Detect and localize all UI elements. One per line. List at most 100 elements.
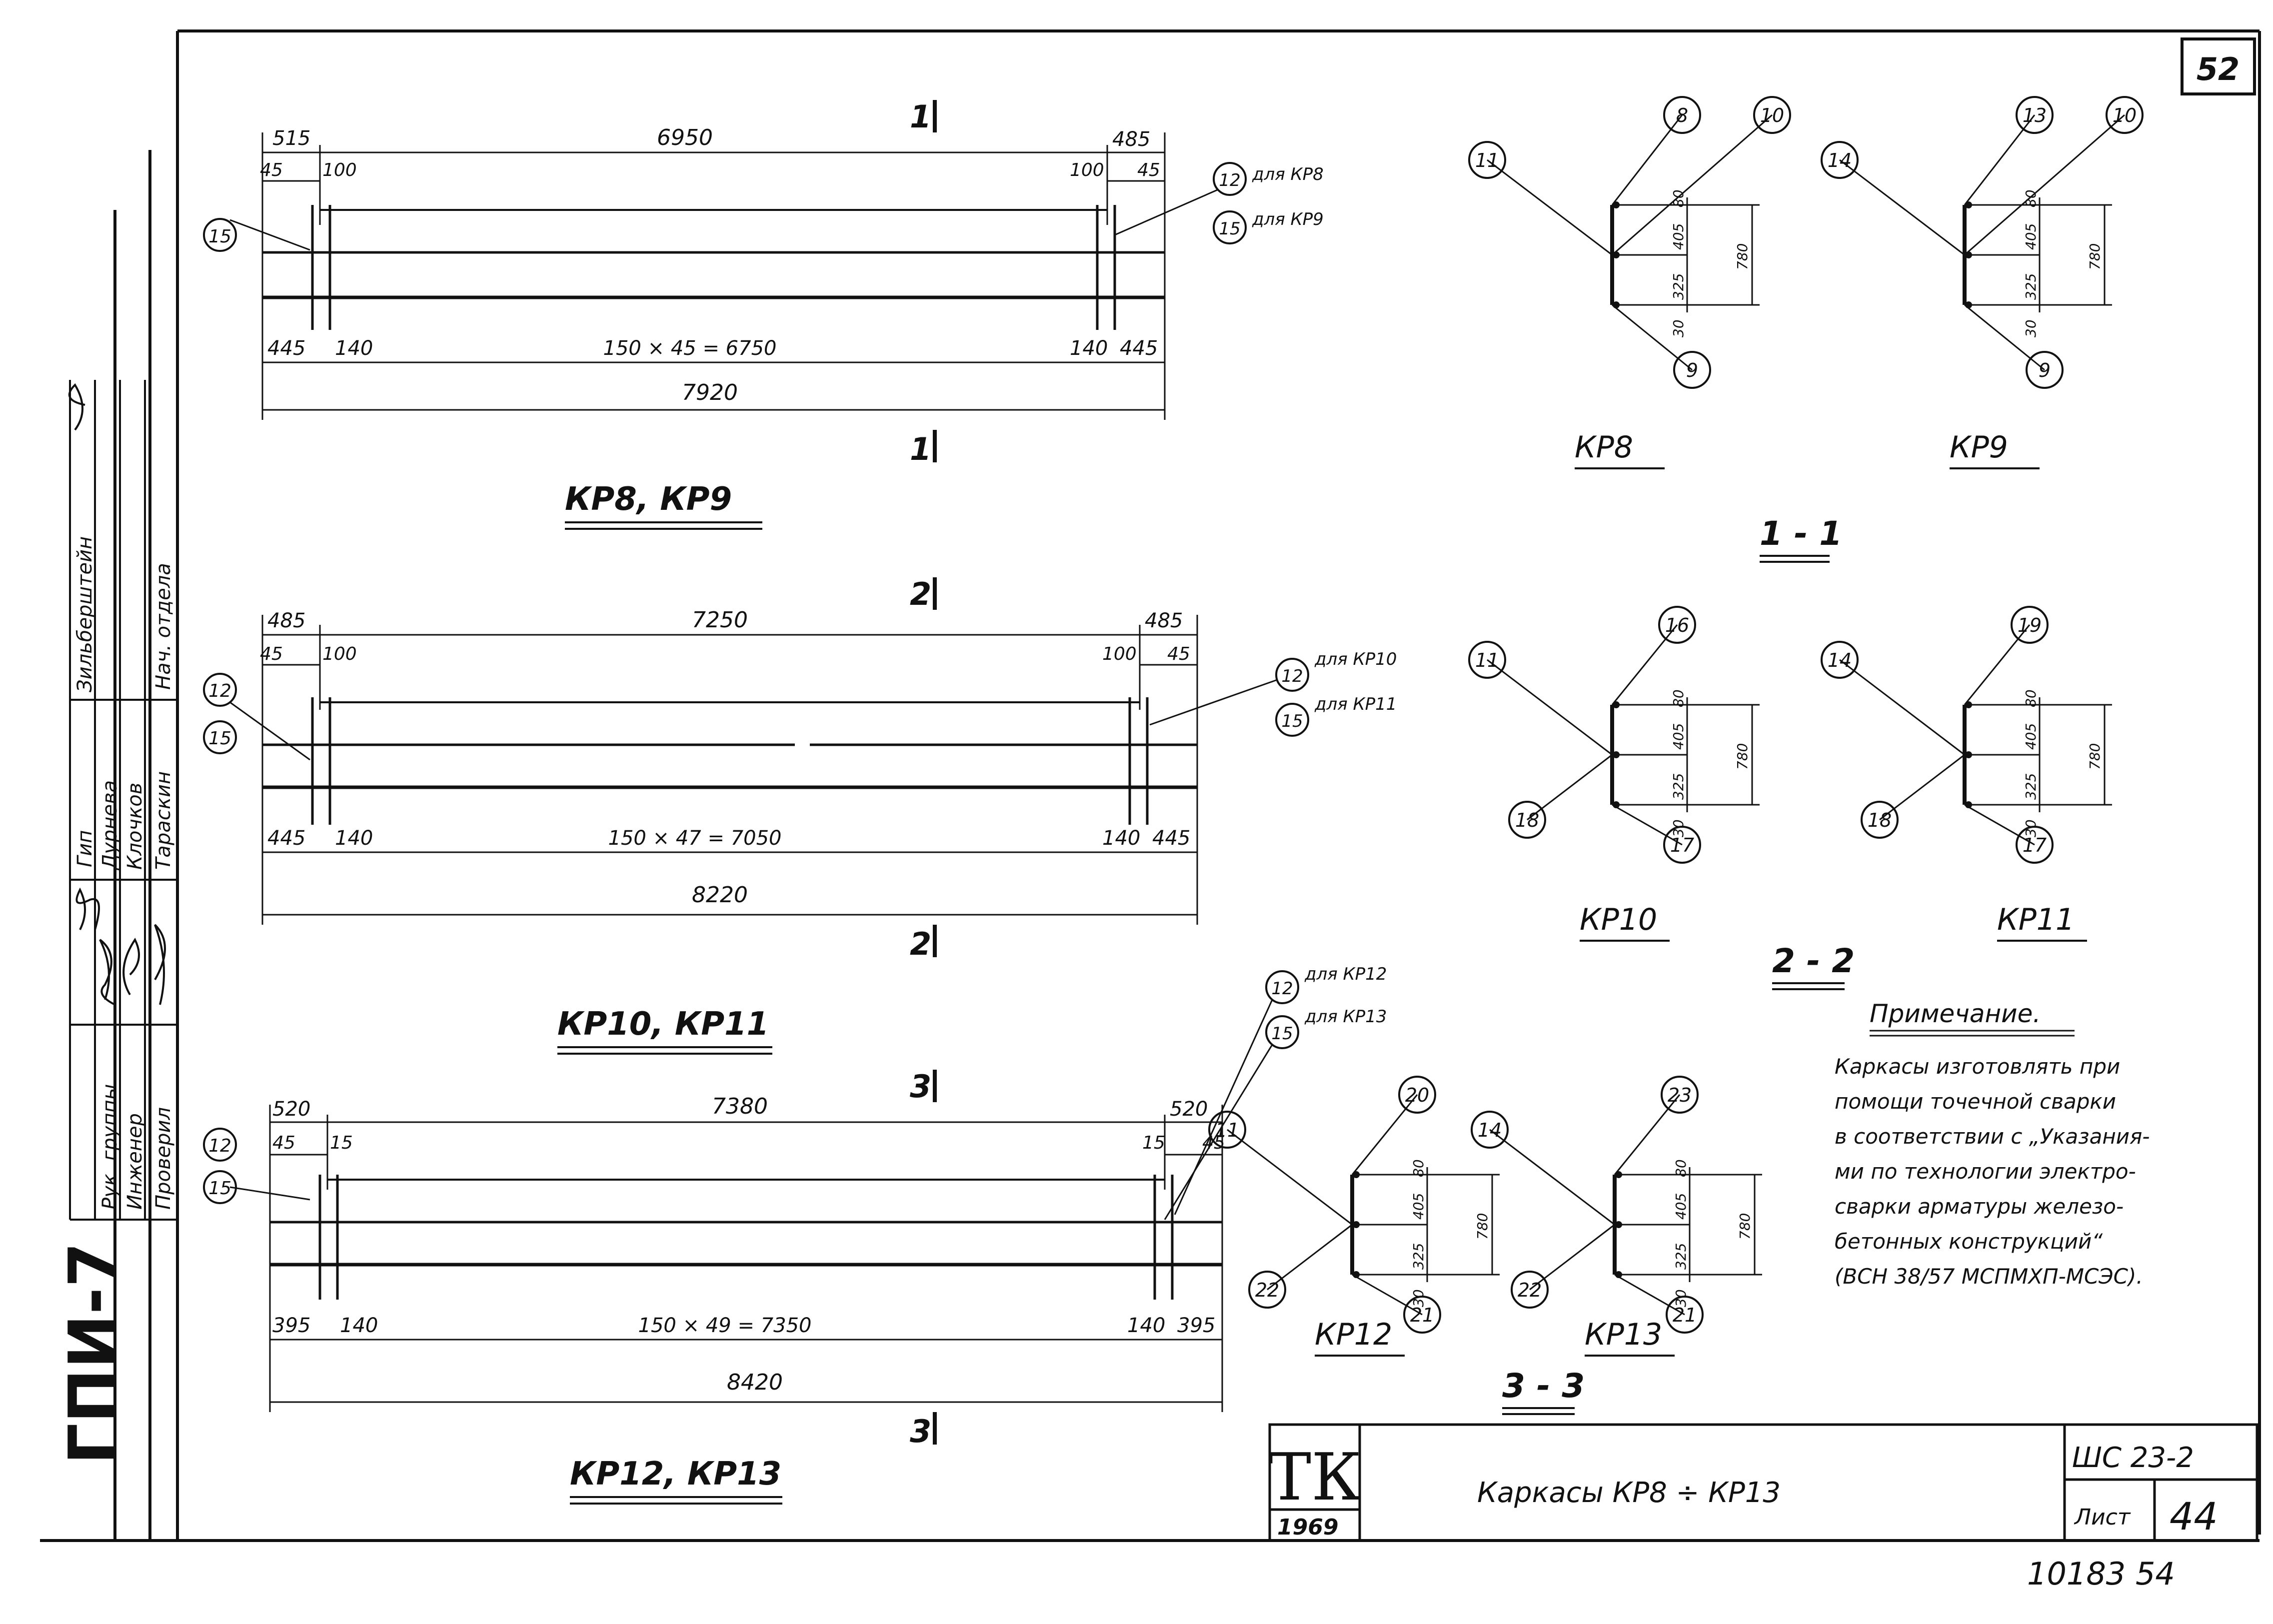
elevation-kr10-kr11: 2 2 7250 485 485 45 100 100 45	[203, 576, 1397, 1055]
dim-mid: 405	[1673, 1193, 1689, 1220]
section-label-1-1: 1 - 1	[1760, 514, 1842, 553]
position-bubble: 8	[1611, 96, 1701, 205]
longitudinal-bars	[262, 209, 1165, 299]
position-bubble: 14	[1821, 641, 1965, 756]
position-bubble: 17	[1964, 804, 2054, 864]
dim-bottom-right-inner: 140	[1127, 1314, 1165, 1337]
dim-overall: 8420	[727, 1370, 783, 1395]
dim-bottom-left-inner: 140	[335, 827, 373, 850]
svg-text:9: 9	[2039, 359, 2051, 381]
note-line: помощи точечной сварки	[1835, 1089, 2116, 1114]
note-line: (ВСН 38/57 МСПМХП-МСЭС).	[1835, 1264, 2143, 1289]
note-title: Примечание.	[1870, 999, 2041, 1028]
svg-text:12: 12	[1271, 979, 1293, 999]
dim-low: 325	[2023, 773, 2039, 800]
dim-mid: 405	[2023, 223, 2039, 250]
dim-low: 325	[1673, 1243, 1689, 1270]
dim-total: 780	[1734, 743, 1751, 770]
section-mark-bottom: 1	[910, 431, 931, 467]
title-logo: ТК	[1268, 1439, 1361, 1515]
dim-top: 80	[1670, 689, 1687, 707]
svg-text:12: 12	[208, 681, 231, 701]
section-caption: КР9	[1950, 430, 2008, 465]
dim-total: 780	[2087, 743, 2103, 770]
dim-top-left: 485	[267, 609, 305, 632]
position-bubble: 21	[1614, 1274, 1704, 1334]
position-bubble: 21	[1352, 1274, 1441, 1334]
svg-text:17: 17	[1670, 834, 1694, 856]
stamp-name-2: Клочков	[123, 783, 146, 870]
dim-total: 780	[1474, 1213, 1491, 1240]
position-bubble: 22	[1248, 1224, 1353, 1309]
position-bubble: 18	[1508, 754, 1613, 839]
svg-text:12: 12	[1281, 666, 1303, 686]
longitudinal-bars	[270, 1179, 1222, 1267]
note-line: бетонных конструкций“	[1835, 1229, 2103, 1254]
position-bubble: 22	[1511, 1224, 1615, 1309]
dim-bottom-right-inner: 140	[1070, 337, 1108, 360]
dim-top: 80	[1410, 1159, 1427, 1177]
dim-mid: 405	[1410, 1193, 1427, 1220]
section-caption: КР10	[1580, 902, 1657, 937]
svg-text:9: 9	[1686, 359, 1698, 381]
position-bubble: 16	[1611, 606, 1696, 705]
stamp-name-1: Дурнева	[98, 780, 121, 871]
svg-text:для КР13: для КР13	[1304, 1007, 1387, 1027]
org-stamp: ГПИ-7	[54, 1242, 130, 1465]
elevation-kr8-kr9: 1 1 6950 515 485 45 100 100 45	[203, 98, 1324, 530]
dim-sub-right-a: 15	[1142, 1133, 1165, 1153]
svg-text:для КР8: для КР8	[1252, 164, 1324, 184]
position-bubble: 14	[1471, 1111, 1615, 1226]
stamp-role-3: Проверил	[152, 1107, 175, 1210]
svg-text:для КР12: для КР12	[1304, 964, 1387, 984]
dim-sub-left-a: 45	[260, 644, 283, 664]
note-line: Каркасы изготовлять при	[1835, 1054, 2120, 1079]
svg-text:для КР10: для КР10	[1314, 649, 1397, 669]
section-mark-bottom: 3	[910, 1413, 931, 1450]
elevation-caption: КР12, КР13	[570, 1456, 781, 1493]
note-line: сварки арматуры железо-	[1835, 1194, 2124, 1219]
position-bubble: 17	[1612, 804, 1701, 864]
section-mark-bottom: 2	[910, 926, 931, 962]
dim-overall: 7920	[682, 380, 738, 405]
note-line: ми по технологии электро-	[1835, 1159, 2136, 1184]
section-mark-top: 3	[910, 1068, 931, 1105]
title-year: 1969	[1277, 1515, 1338, 1540]
svg-text:15: 15	[208, 1178, 231, 1199]
dim-bottom-left: 445	[267, 337, 305, 360]
svg-text:17: 17	[2023, 834, 2047, 856]
stamp-name-3: Тараскин	[152, 771, 175, 870]
dim-bottom-right: 395	[1177, 1314, 1215, 1337]
svg-text:15: 15	[1271, 1024, 1293, 1044]
dim-sub-left-b: 100	[322, 160, 357, 180]
dim-bottom-right: 445	[1120, 337, 1158, 360]
position-bubble: 12 для КР8	[1114, 162, 1324, 236]
dim-top: 80	[2023, 689, 2039, 707]
stamp-role-0: Гип	[73, 830, 96, 867]
dim-bottom-right-inner: 140	[1102, 827, 1140, 850]
dim-bottom-middle: 150 × 45 = 6750	[603, 337, 777, 360]
end-verticals	[311, 205, 1116, 330]
dim-top-overall: 6950	[657, 125, 713, 150]
dim-overall: 8220	[692, 882, 748, 908]
dim-total: 780	[2087, 243, 2103, 270]
elevation-caption: КР10, КР11	[557, 1006, 769, 1043]
position-bubble: 15	[203, 218, 310, 252]
svg-text:для КР9: для КР9	[1252, 209, 1324, 229]
dim-sub-right-a: 100	[1102, 644, 1137, 664]
position-bubble: 9	[1612, 304, 1711, 389]
title-series: ШС 23-2	[2072, 1442, 2194, 1474]
dim-top-overall: 7380	[712, 1094, 768, 1119]
dim-top-overall: 7250	[692, 607, 748, 633]
svg-text:15: 15	[1281, 711, 1303, 731]
svg-text:12: 12	[208, 1136, 231, 1156]
stamp-role-2: Инженер	[123, 1113, 146, 1210]
stamp-role-1: Рук. группы	[98, 1084, 121, 1210]
dim-sub-left-b: 15	[330, 1133, 353, 1153]
dim-total: 780	[1734, 243, 1751, 270]
